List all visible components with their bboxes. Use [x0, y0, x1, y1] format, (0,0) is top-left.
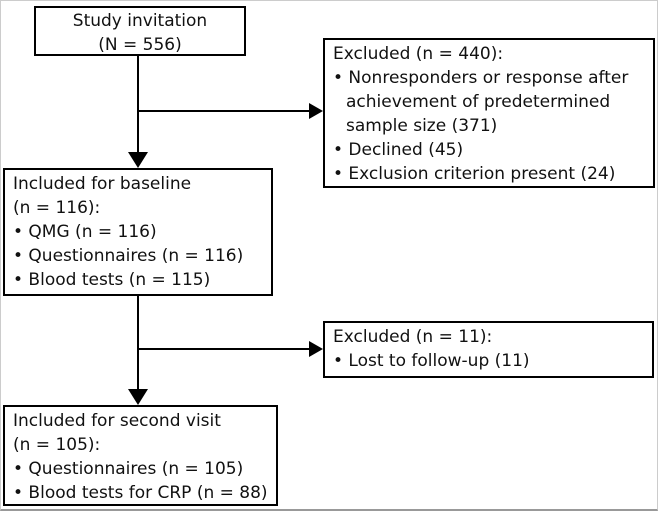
excluded-followup-box: Excluded (n = 11): • Lost to follow-up (… — [323, 321, 654, 378]
text-line: • Blood tests for CRP (n = 88) — [13, 483, 268, 503]
arrowhead-down-second-visit — [128, 389, 148, 405]
arrowhead-right-excluded-11 — [309, 341, 323, 357]
text-line: Included for second visit — [13, 411, 221, 431]
text-line: • Exclusion criterion present (24) — [333, 164, 616, 184]
text-line: (n = 105): — [13, 435, 101, 455]
text-line: (n = 116): — [13, 198, 101, 218]
text-line: (N = 556) — [98, 35, 182, 55]
included-baseline-box: Included for baseline (n = 116): • QMG (… — [3, 168, 273, 296]
included-second-visit-box: Included for second visit (n = 105): • Q… — [3, 405, 278, 506]
text-line: • Nonresponders or response after — [333, 68, 629, 88]
arrowhead-right-excluded-440 — [309, 103, 323, 119]
text-line: • Lost to follow-up (11) — [333, 351, 530, 371]
text-line: Excluded (n = 440): — [333, 44, 504, 64]
text-line: achievement of predetermined — [346, 92, 611, 112]
text-line: • Questionnaires (n = 116) — [13, 246, 244, 266]
text-line: Study invitation — [72, 11, 208, 31]
text-line: Excluded (n = 11): — [333, 327, 493, 347]
text-line: • Blood tests (n = 115) — [13, 270, 211, 290]
text-line: Included for baseline — [13, 174, 192, 194]
text-line: • Questionnaires (n = 105) — [13, 459, 244, 479]
text-line: • QMG (n = 116) — [13, 222, 157, 242]
study-invitation-box: Study invitation (N = 556) — [34, 6, 246, 56]
arrowhead-down-baseline — [128, 152, 148, 168]
text-line: • Declined (45) — [333, 140, 464, 160]
text-line: sample size (371) — [346, 116, 498, 136]
excluded-baseline-box: Excluded (n = 440): • Nonresponders or r… — [323, 38, 655, 188]
